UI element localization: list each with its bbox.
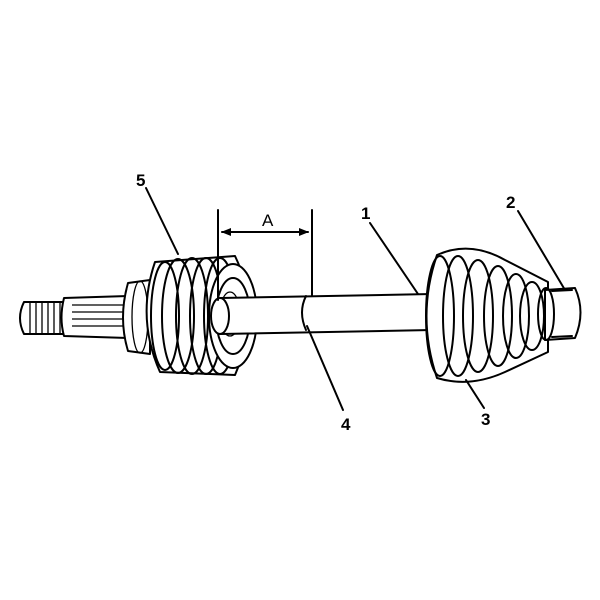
- callout-3: 3: [481, 410, 490, 429]
- dimension-a: A: [217, 209, 313, 301]
- callout-2: 2: [506, 193, 515, 212]
- leader-line-1: [369, 222, 419, 295]
- callout-1: 1: [361, 204, 370, 223]
- inner-cv-joint-boot: [425, 247, 549, 383]
- leader-line-3: [465, 379, 485, 409]
- callout-5: 5: [136, 171, 145, 190]
- leader-lines: [145, 187, 566, 411]
- dimension-a-label: A: [262, 211, 274, 230]
- leader-line-4: [306, 325, 344, 411]
- leader-line-2: [517, 210, 566, 291]
- callout-4: 4: [341, 415, 351, 434]
- inner-tripot-end: [537, 287, 582, 341]
- leader-line-5: [145, 187, 179, 255]
- threaded-stub-shaft: [19, 279, 151, 355]
- axle-shaft-bar: [210, 293, 433, 335]
